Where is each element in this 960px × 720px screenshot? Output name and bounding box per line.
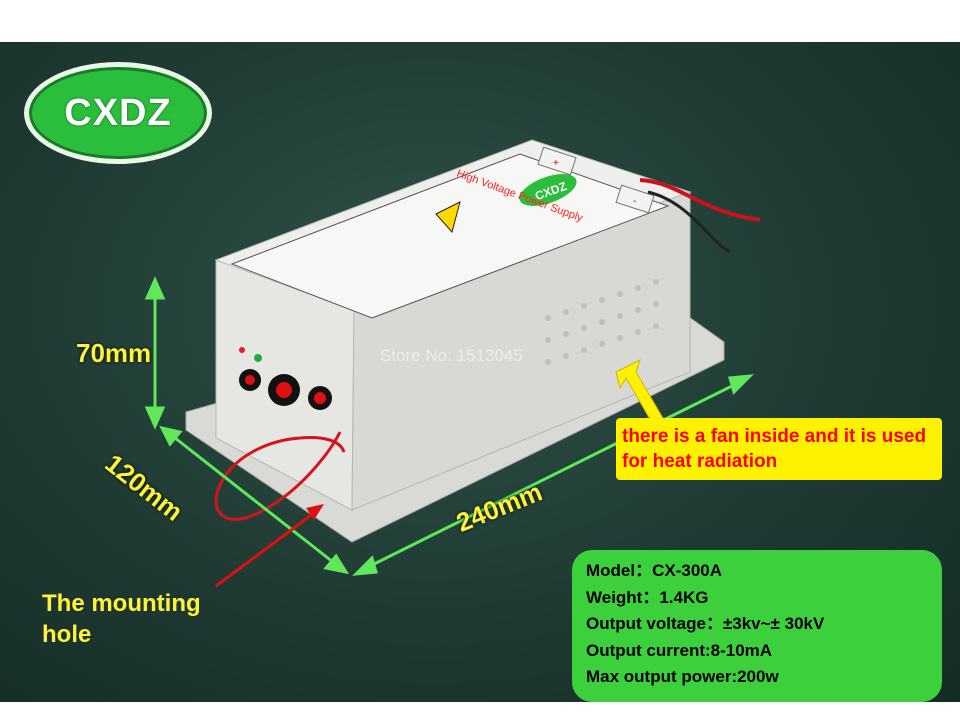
device-brand-badge xyxy=(519,174,577,206)
height-dimension-label: 70mm xyxy=(76,338,152,368)
product-photo: CXDZ High Voltage Power Supply + - xyxy=(0,42,960,702)
logo-text: CXDZ xyxy=(64,91,172,134)
spec-max-power: Max output power:200w xyxy=(586,667,779,686)
spec-output-current: Output current:8-10mA xyxy=(586,640,773,660)
input-wire xyxy=(214,431,346,521)
device-scene: CXDZ High Voltage Power Supply + - xyxy=(144,139,761,588)
vent-holes xyxy=(545,279,659,365)
store-watermark: Store No: 1513045 xyxy=(380,346,523,365)
output-cable-red xyxy=(639,178,761,222)
mounting-pointer-arrow xyxy=(215,508,319,588)
fan-callout: there is a fan inside and it is used for… xyxy=(616,418,942,480)
spec-output-voltage: Output voltage：±3kv~± 30kV xyxy=(586,614,825,633)
output-plus-terminal xyxy=(537,146,577,176)
spec-weight: Weight：1.4KG xyxy=(586,587,709,607)
output-minus-label: - xyxy=(633,196,636,207)
led-red xyxy=(239,347,245,353)
spec-model: Model：CX-300A xyxy=(586,561,723,580)
output-cable-black xyxy=(647,190,731,254)
dimension-arrows xyxy=(144,276,755,576)
warning-triangle xyxy=(435,201,461,234)
mounting-hole-label: The mounting hole xyxy=(42,590,201,648)
cxdz-logo: CXDZ xyxy=(24,62,212,164)
fan-callout-text: there is a fan inside and it is used for… xyxy=(622,426,927,472)
spec-box: Model：CX-300A Weight：1.4KG Output voltag… xyxy=(572,550,942,702)
led-green xyxy=(254,354,262,362)
output-plus-label: + xyxy=(553,158,559,169)
output-minus-terminal xyxy=(615,184,655,214)
